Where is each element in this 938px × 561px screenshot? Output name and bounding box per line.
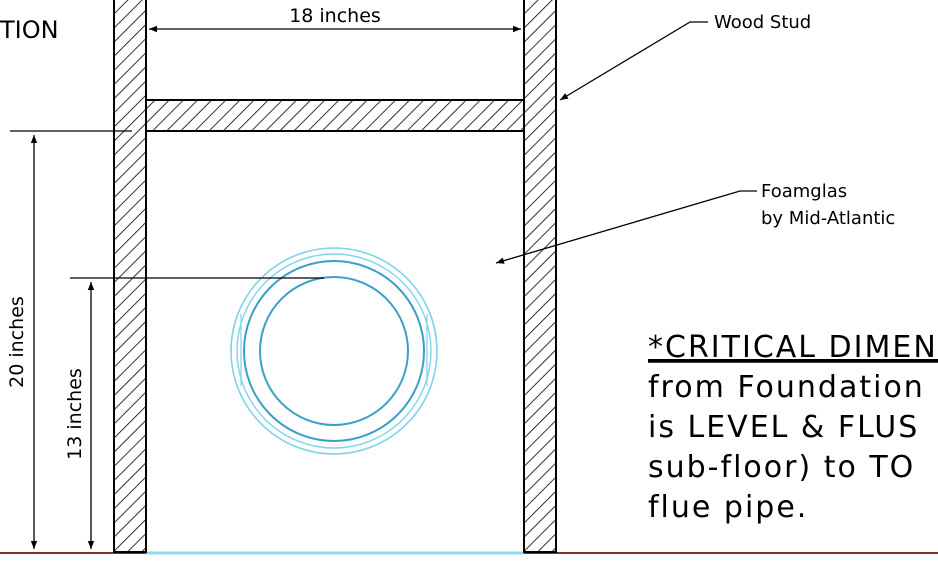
height-dimension-label: 20 inches	[6, 296, 28, 388]
foamglas-leader	[495, 190, 757, 264]
note-line-3: sub-floor) to TO	[648, 450, 915, 485]
right-stud	[523, 0, 557, 553]
wood-stud-label: Wood Stud	[714, 12, 811, 33]
left-stud	[113, 0, 147, 553]
flue-pipe	[230, 247, 438, 455]
title-fragment: TION	[0, 16, 59, 44]
note-heading: *CRITICAL DIMENS	[648, 330, 938, 365]
width-dimension-label: 18 inches	[289, 5, 381, 27]
pipe-dimension-label: 13 inches	[64, 368, 86, 460]
note-line-1: from Foundation	[648, 370, 925, 405]
header-block	[145, 99, 525, 132]
note-line-4: flue pipe.	[648, 490, 808, 525]
foamglas-label-line2: by Mid-Atlantic	[761, 208, 895, 229]
foamglas-label-line1: Foamglas	[761, 181, 847, 202]
wood-stud-leader	[559, 21, 708, 101]
note-line-2: is LEVEL & FLUS	[648, 410, 919, 445]
